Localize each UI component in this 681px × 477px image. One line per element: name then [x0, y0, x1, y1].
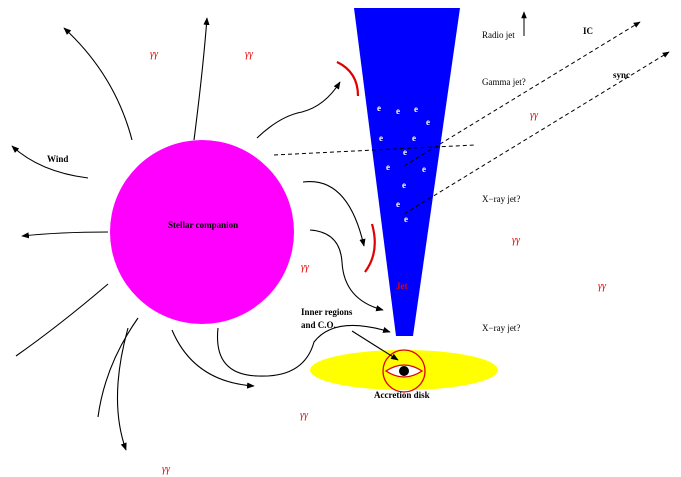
electron: e: [396, 106, 400, 116]
dashed-line-horizontal: [273, 144, 476, 156]
electron: e: [412, 133, 416, 143]
gamma-gamma-label: γγ: [512, 235, 521, 246]
ic-label: IC: [583, 26, 593, 36]
electron: e: [426, 117, 430, 127]
stellar-wind-lines: [11, 17, 391, 451]
electron: e: [403, 147, 407, 157]
sync-dashed-line: [403, 51, 670, 215]
electron: e: [414, 104, 418, 114]
gamma-gamma-label: γγ: [162, 464, 171, 475]
observer-eye-icon: [382, 349, 426, 393]
gamma-gamma-label: γγ: [530, 110, 539, 121]
xray-jet-label-lower: X−ray jet?: [482, 323, 520, 333]
wind-label: Wind: [47, 154, 68, 164]
inner-regions-arrow: [351, 330, 399, 361]
jet-label: Jet: [396, 281, 408, 291]
gamma-gamma-label: γγ: [301, 262, 310, 273]
shock-arc-lower: [364, 223, 376, 273]
gamma-gamma-label: γγ: [598, 281, 607, 292]
jet-electrons: e e e e e e e e e e e e: [377, 103, 430, 224]
shock-arc-upper: [336, 61, 360, 97]
electron: e: [396, 199, 400, 209]
sync-label: sync: [613, 70, 630, 80]
accretion-disk-label: Accretion disk: [374, 390, 430, 400]
electron: e: [379, 133, 383, 143]
electron: e: [402, 180, 406, 190]
electron: e: [422, 164, 426, 174]
electron: e: [377, 103, 381, 113]
gamma-gamma-label: γγ: [245, 49, 254, 60]
electron: e: [386, 162, 390, 172]
gamma-gamma-labels: γγ γγ γγ γγ γγ γγ γγ γγ: [150, 49, 607, 475]
xray-jet-label-upper: X−ray jet?: [482, 194, 520, 204]
jet-cone: [354, 8, 460, 336]
radio-jet-label: Radio jet: [482, 30, 515, 40]
gamma-gamma-label: γγ: [150, 49, 159, 60]
electron: e: [404, 214, 408, 224]
stellar-companion-label: Stellar companion: [168, 220, 238, 230]
gamma-gamma-label: γγ: [300, 410, 309, 421]
inner-regions-label: Inner regions: [301, 307, 353, 317]
gamma-jet-label: Gamma jet?: [482, 77, 526, 87]
stellar-companion: [110, 140, 294, 324]
inner-regions-label-line2: and C.O.: [301, 320, 336, 330]
